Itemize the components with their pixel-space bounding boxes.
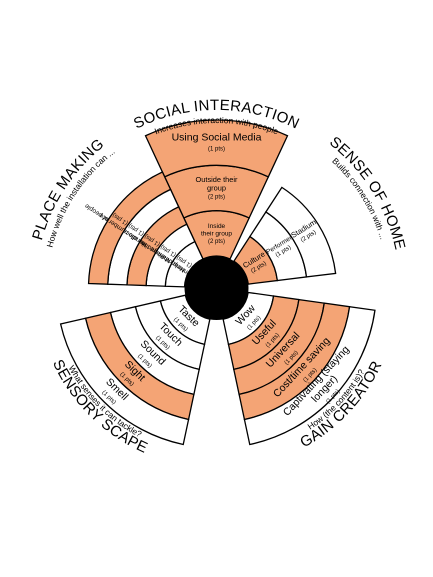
segment-band-captivating-staying-longer	[243, 305, 376, 446]
segment-band-using-social-media	[144, 119, 289, 178]
segment-band-smell	[59, 317, 190, 446]
segment-points: (1 pts)	[208, 147, 225, 153]
gain-creator-wedge: Wow(1 pts)Useful(1 pts)Universal(1 pts)C…	[222, 291, 376, 446]
segment-band-stadium	[264, 186, 337, 278]
segment-points: (2 pts)	[208, 239, 225, 245]
segment-label: Using Social Media	[172, 132, 262, 144]
sense-of-home-wedge: Culture(2 pts)Performer(1 pts)Stadium(2 …	[233, 186, 337, 285]
segment-points: (2 pts)	[208, 195, 225, 201]
segment-stadium: Stadium(2 pts)	[264, 186, 337, 278]
segment-label: their group	[201, 231, 232, 238]
place-making-title: PLACE MAKING	[29, 136, 107, 242]
segment-label: group	[207, 184, 226, 193]
segment-band-handle-number-of-people	[87, 171, 172, 285]
segment-using-social-media: Using Social Media (1 pts)	[144, 119, 289, 178]
center-hub	[184, 256, 249, 320]
hub-layer	[184, 256, 249, 320]
segment-performer: Performer(1 pts)	[249, 211, 308, 282]
place-making-wedge: Be interactive(1 pts)Help other shops(1 …	[83, 171, 204, 288]
sensory-scape-wedge: Taste(1 pts)Touch(1 pts)Sound(1 pts)Sigh…	[59, 294, 211, 446]
segment-label: Outside their	[196, 175, 238, 184]
segment-label: Inside	[208, 223, 226, 230]
